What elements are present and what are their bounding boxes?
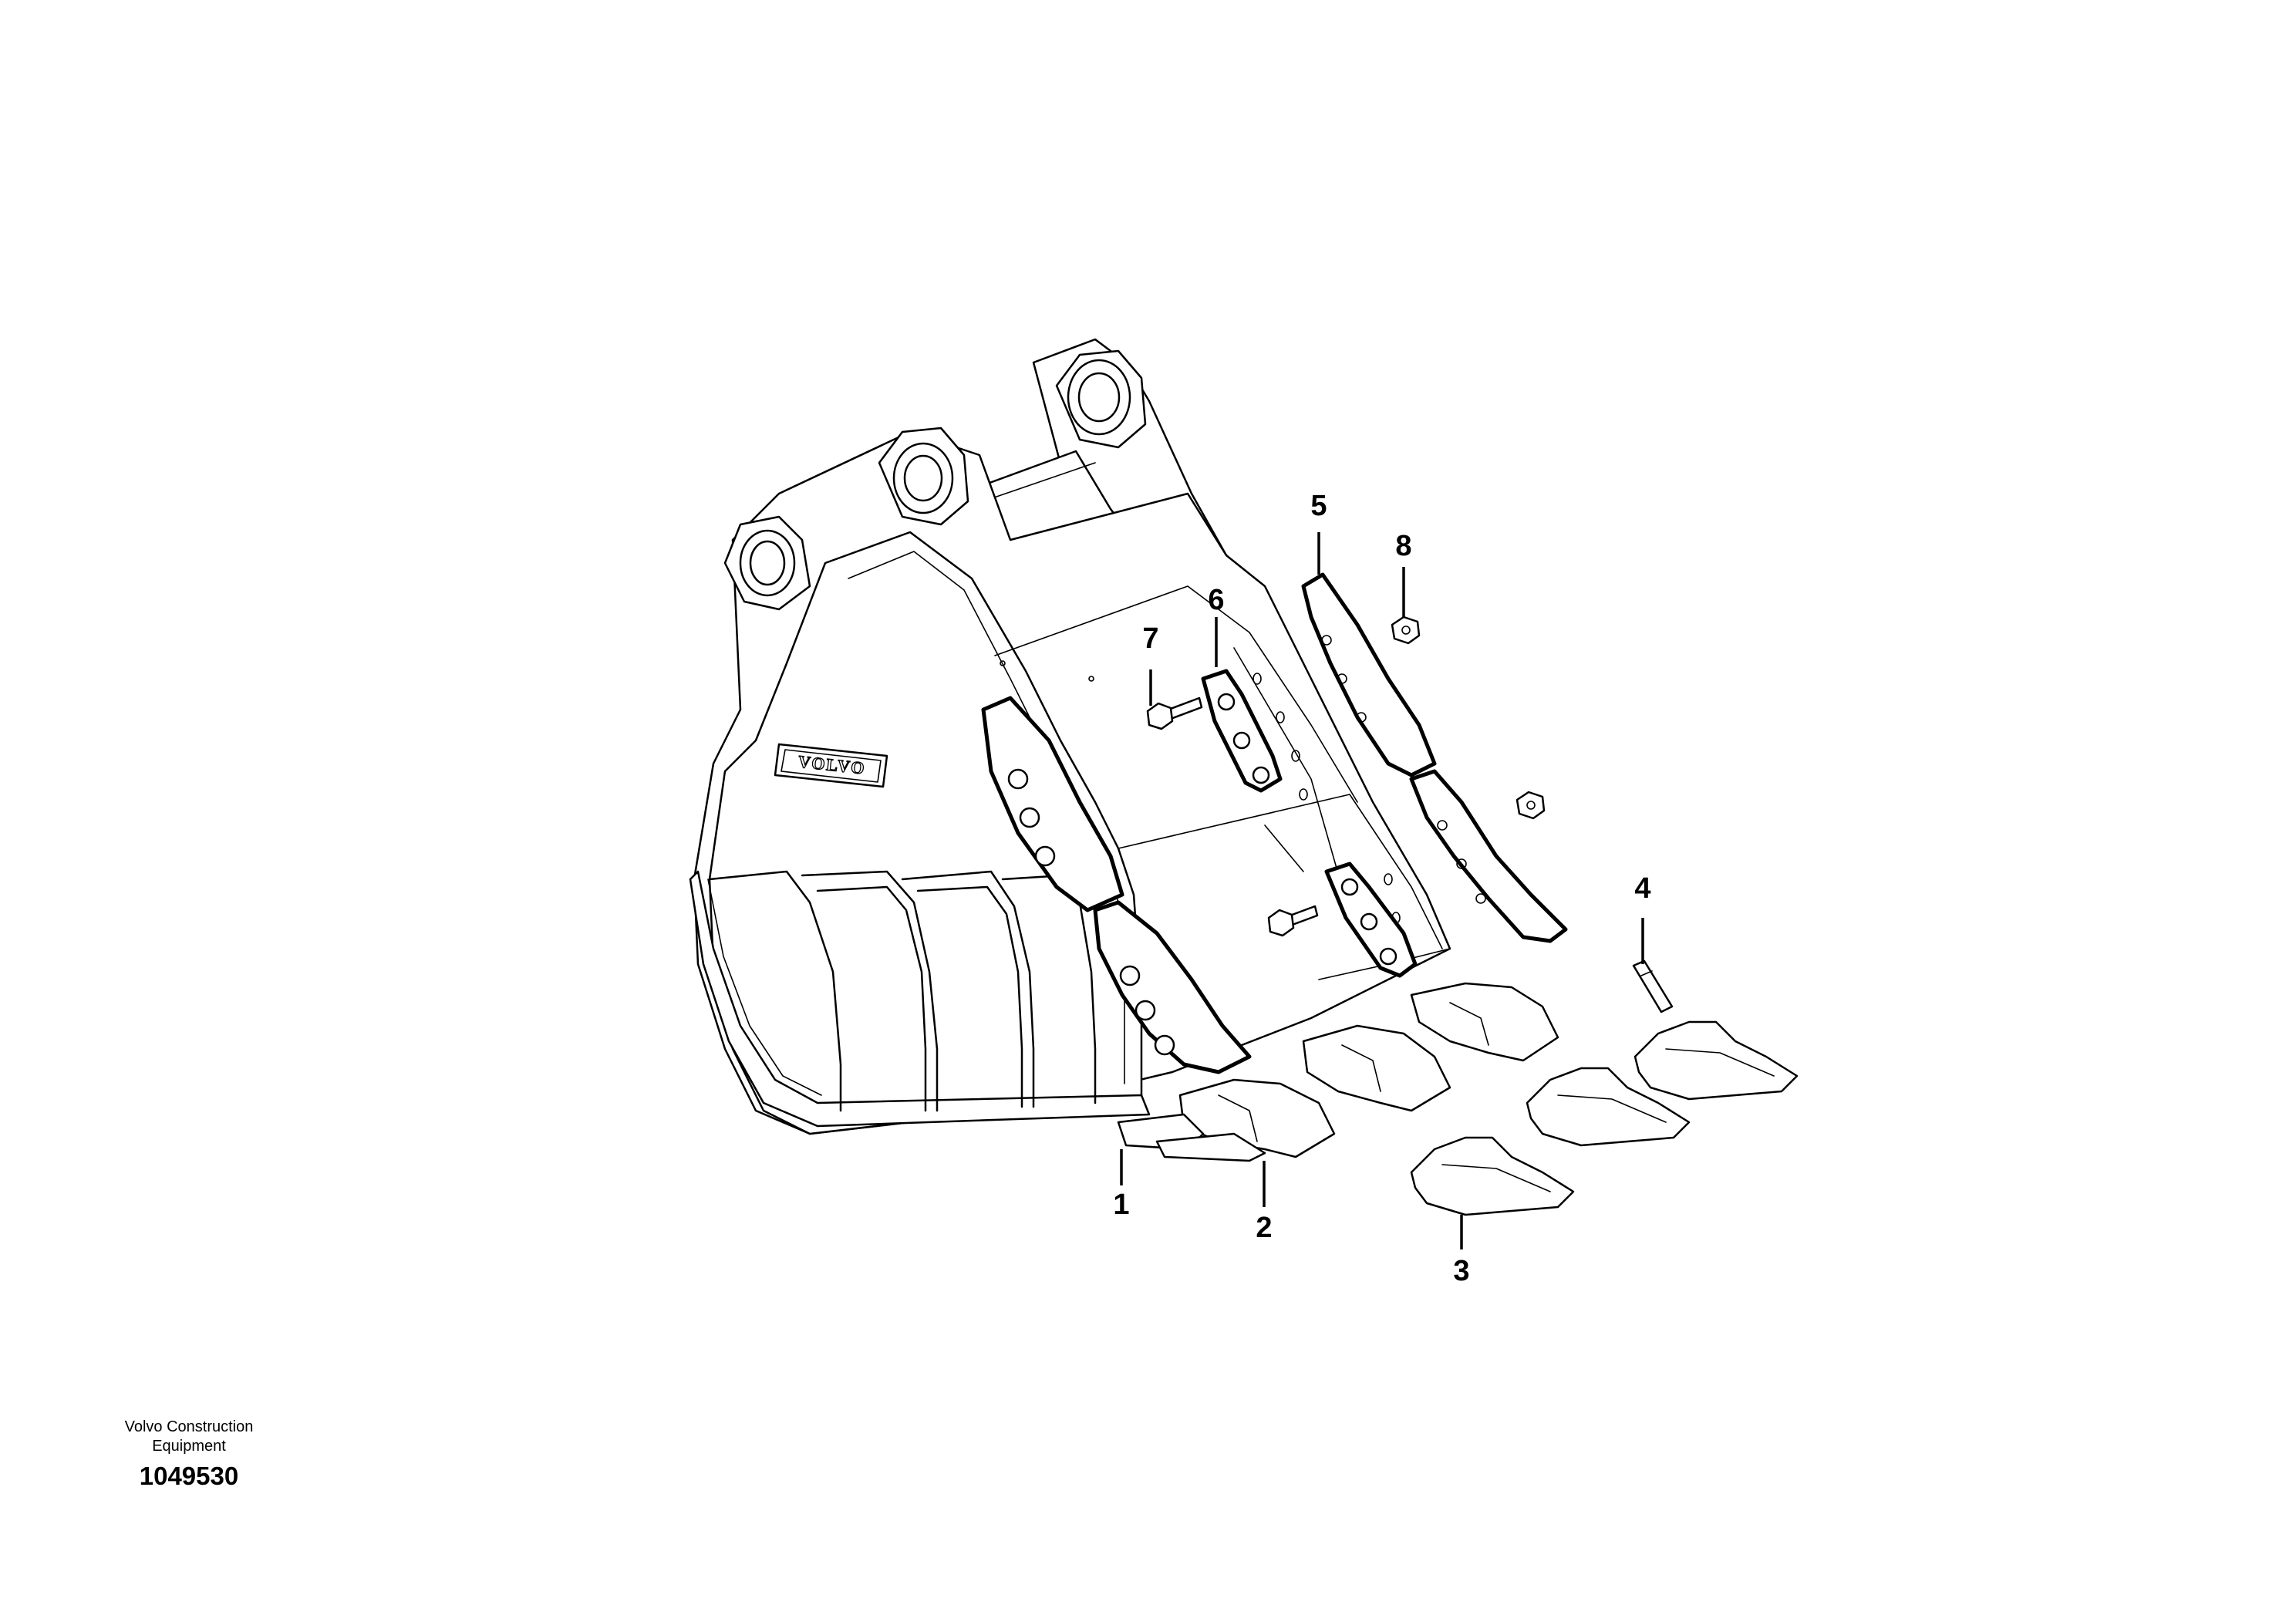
retaining-pin	[1632, 959, 1674, 1013]
bolt-lower	[1267, 905, 1319, 937]
callout-leaders	[1120, 532, 1644, 1249]
callout-6: 6	[1208, 584, 1224, 616]
side-cutter-lower-mounted	[1093, 900, 1252, 1074]
bolt-plate-upper	[1201, 669, 1283, 793]
bolt-upper	[1146, 696, 1203, 730]
side-cutter-exploded-upper	[1301, 572, 1437, 777]
callout-7: 7	[1142, 622, 1158, 655]
nut-upper	[1391, 615, 1421, 645]
callout-4: 4	[1634, 872, 1650, 905]
side-cutter-upper-mounted	[981, 696, 1124, 912]
bucket-body: VOLVO	[689, 338, 1451, 1135]
callout-5: 5	[1310, 490, 1327, 522]
callout-8: 8	[1395, 530, 1411, 562]
volvo-nameplate: VOLVO	[774, 743, 888, 788]
mounting-bosses	[723, 349, 1147, 611]
callout-3: 3	[1453, 1255, 1469, 1287]
bolt-plate-lower	[1324, 862, 1418, 978]
tooth-adapters	[1117, 982, 1559, 1162]
bucket-teeth	[1410, 1020, 1799, 1216]
nut-lower	[1515, 791, 1546, 820]
callout-1: 1	[1113, 1189, 1129, 1221]
side-cutter-exploded-lower	[1409, 769, 1568, 943]
document-number: 1049530	[139, 1462, 239, 1490]
callout-2: 2	[1256, 1212, 1272, 1244]
manufacturer-label: Volvo Construction Equipment	[124, 1418, 254, 1455]
